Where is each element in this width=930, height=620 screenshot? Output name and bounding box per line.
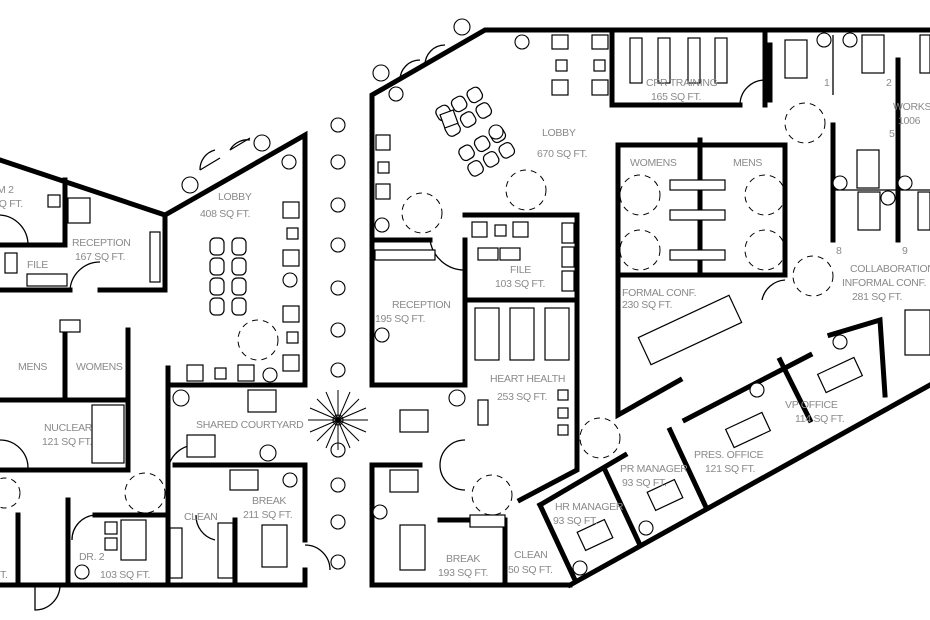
room-label-womens-right: WOMENS [630, 157, 677, 169]
room-label-informal-conf: INFORMAL CONF. [842, 277, 926, 289]
room-area-lobby-left: 408 SQ FT. [200, 208, 250, 220]
room-area-lobby-right: 670 SQ FT. [537, 148, 587, 160]
turning-circles [0, 102, 834, 516]
workstation-number: 2 [886, 77, 892, 89]
workstation-number: 8 [836, 245, 842, 257]
plants [74, 18, 913, 580]
starburst-tree-icon [308, 390, 368, 450]
room-label-mens-right: MENS [733, 157, 762, 169]
room-area-formal-conf: 230 SQ FT. [622, 299, 672, 311]
room-area-nuclear: 121 SQ FT. [42, 436, 92, 448]
workstation-number: 1 [824, 77, 830, 89]
room-area-room2: SQ FT. [0, 198, 23, 210]
room-area-pres-office: 121 SQ FT. [705, 463, 755, 475]
lobby-seating-left [209, 237, 247, 316]
room-area-pr-manager: 93 SQ FT. [622, 477, 667, 489]
room-area-break-right: 193 SQ FT. [438, 567, 488, 579]
room-label-clean-left: CLEAN [184, 511, 218, 523]
room-label-formal-conf: FORMAL CONF. [622, 287, 696, 299]
room-label-reception-right: RECEPTION [392, 299, 451, 311]
room-label-womens-left: WOMENS [76, 361, 123, 373]
room-area-workstations: 1006 [898, 115, 921, 127]
room-label-cpr-training: CPR TRAINING [646, 77, 718, 89]
room-label-collaboration: COLLABORATION [850, 263, 930, 275]
room-label-workstations: WORKST [893, 101, 930, 113]
room-label-lobby-left: LOBBY [218, 191, 252, 203]
room-area-heart-health: 253 SQ FT. [497, 391, 547, 403]
room-area-partial: T. [0, 569, 8, 581]
room-label-break-right: BREAK [446, 553, 480, 565]
room-label-break-left: BREAK [252, 495, 286, 507]
left-wing-walls [0, 130, 308, 588]
room-area-file-right: 103 SQ FT. [495, 278, 545, 290]
lobby-seating-right [435, 86, 516, 177]
room-label-nuclear: NUCLEAR [44, 422, 93, 434]
tree-column [330, 117, 346, 570]
doors [0, 44, 786, 611]
room-label-mens-left: MENS [18, 361, 47, 373]
room-area-clean-right: 50 SQ FT. [508, 564, 553, 576]
room-area-dr2: 103 SQ FT. [100, 569, 150, 581]
room-label-hr-manager: HR MANAGER [555, 501, 624, 513]
room-label-lobby-right: LOBBY [542, 127, 576, 139]
conference-table [637, 294, 743, 366]
room-area-reception-right: 195 SQ FT. [375, 313, 425, 325]
workstation-number: 9 [902, 245, 908, 257]
room-area-reception-left: 167 SQ FT. [75, 251, 125, 263]
room-label-pres-office: PRES. OFFICE [694, 449, 764, 461]
room-label-clean-right: CLEAN [514, 549, 548, 561]
room-label-dr2: DR. 2 [79, 551, 105, 563]
room-label-shared-courtyard: SHARED COURTYARD [196, 419, 304, 431]
room-area-hr-manager: 93 SQ FT. [553, 515, 598, 527]
room-label-heart-health: HEART HEALTH [490, 373, 565, 385]
room-label-vp-office: VP OFFICE [785, 399, 838, 411]
furniture [4, 34, 930, 579]
room-area-break-left: 211 SQ FT. [243, 509, 292, 521]
workstation-number: 5 [889, 128, 895, 140]
room-label-file-left: FILE [27, 259, 48, 271]
room-label-reception-left: RECEPTION [72, 237, 131, 249]
room-label-room2: M 2 [0, 184, 14, 196]
room-labels: M 2 SQ FT. RECEPTION 167 SQ FT. FILE LOB… [0, 77, 930, 581]
room-area-cpr-training: 165 SQ FT. [651, 91, 701, 103]
room-label-file-right: FILE [510, 264, 531, 276]
room-area-vp-office: 114 SQ FT. [795, 413, 844, 425]
room-area-collaboration: 281 SQ FT. [852, 291, 902, 303]
room-label-pr-manager: PR MANAGER [620, 463, 688, 475]
